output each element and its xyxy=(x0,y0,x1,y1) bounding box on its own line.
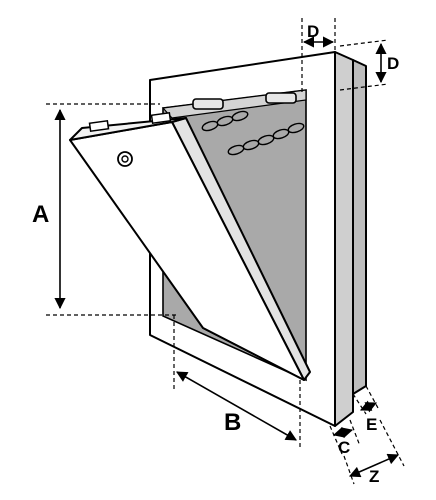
dimension-c-label: C xyxy=(338,438,350,457)
dimension-d-top: D xyxy=(301,18,336,95)
dimension-d-top-label: D xyxy=(307,22,319,41)
dimension-z-label: Z xyxy=(369,467,379,486)
dimension-c: C xyxy=(329,419,361,457)
dimension-d-side-label: D xyxy=(387,54,399,73)
side-plate xyxy=(334,51,367,427)
door-panel xyxy=(69,111,311,381)
dimension-a: A xyxy=(32,103,176,316)
dimension-b-label: B xyxy=(224,409,241,436)
lock-icon xyxy=(117,151,133,167)
dimension-b: B xyxy=(173,315,301,450)
hinge-icon xyxy=(192,92,297,110)
dimension-e: E xyxy=(352,385,379,434)
dimension-a-label: A xyxy=(32,201,49,228)
dimension-d-side: D xyxy=(339,39,399,91)
dimension-z: Z xyxy=(343,419,405,486)
dimension-e-label: E xyxy=(366,415,377,434)
chain-icon xyxy=(201,110,305,156)
